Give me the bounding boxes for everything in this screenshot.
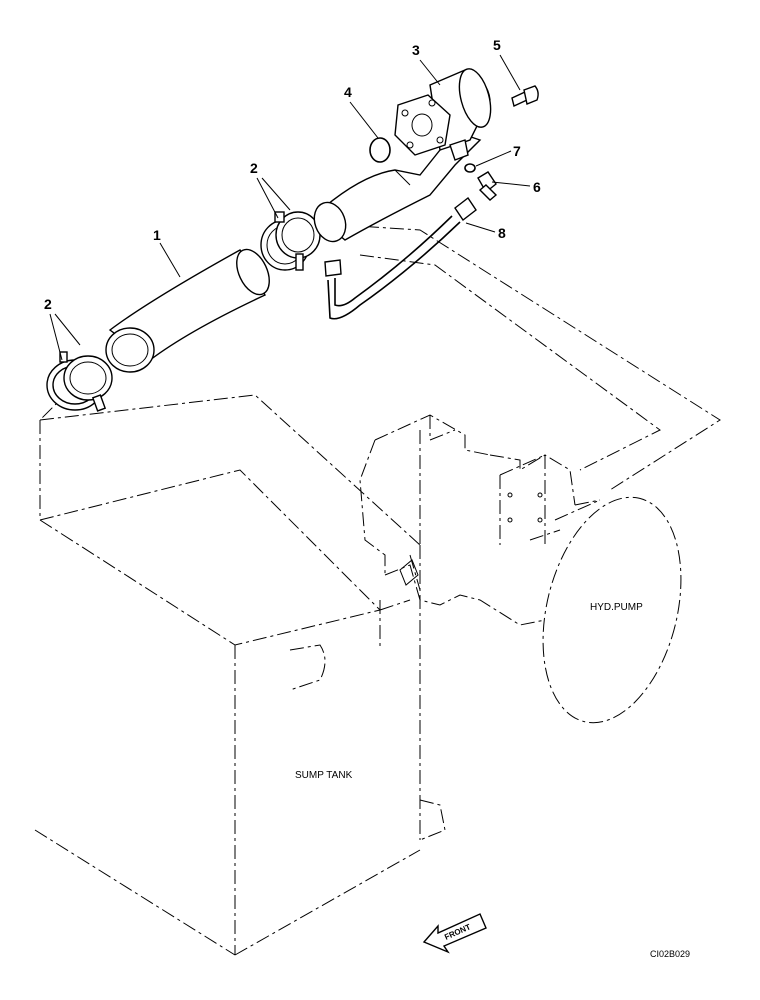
- elbow-fitting: [477, 171, 498, 201]
- callout-8: 8: [498, 225, 506, 241]
- callout-4: 4: [344, 84, 352, 100]
- callout-7: 7: [513, 143, 521, 159]
- sump-tank: [34, 394, 446, 956]
- suction-elbow: [313, 68, 492, 243]
- callout-5: 5: [493, 37, 501, 53]
- drawing-code: CI02B029: [650, 949, 690, 959]
- callout-3: 3: [412, 42, 420, 58]
- bolt: [511, 85, 539, 107]
- drain-hose: [324, 196, 477, 320]
- tank-label: SUMP TANK: [295, 770, 353, 781]
- leader-lines: [49, 54, 531, 361]
- small-o-ring: [464, 163, 476, 173]
- callout-1: 1: [153, 227, 161, 243]
- callout-2-lower: 2: [44, 296, 52, 312]
- hose-clamp-upper: [260, 211, 321, 271]
- hydraulic-pump: [359, 414, 682, 724]
- o-ring: [369, 137, 391, 163]
- suction-hose: [105, 248, 270, 373]
- front-arrow: FRONT: [422, 913, 487, 954]
- hose-clamp-lower: [46, 351, 113, 412]
- callout-2-upper: 2: [250, 160, 258, 176]
- callout-numbers: 1 2 2 3 4 5 6 7 8: [44, 37, 541, 312]
- callout-6: 6: [533, 179, 541, 195]
- pump-label: HYD.PUMP: [590, 602, 643, 613]
